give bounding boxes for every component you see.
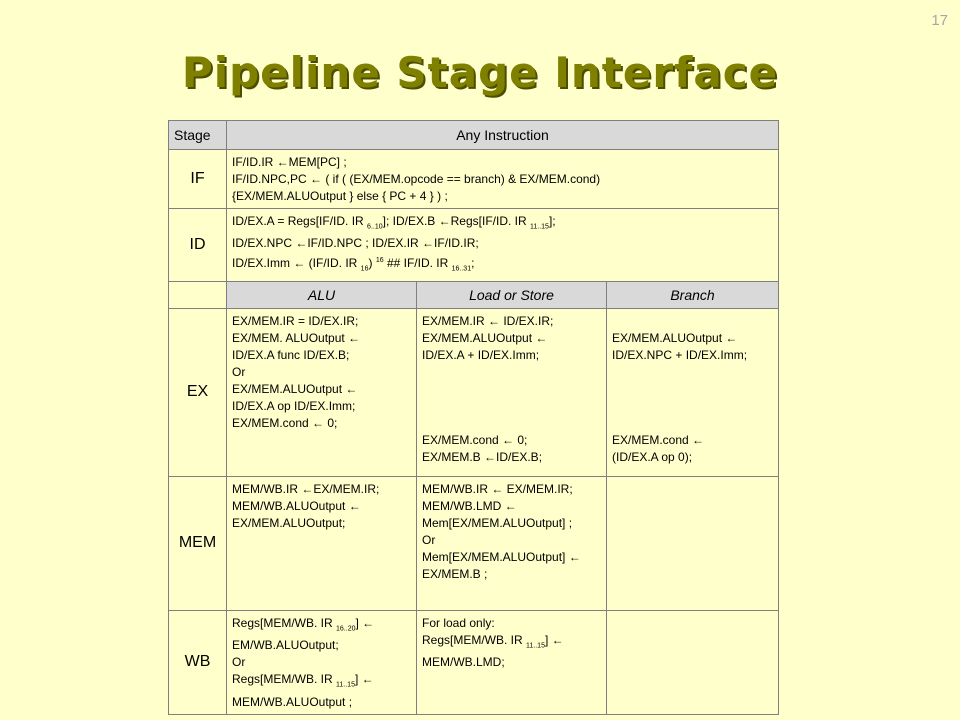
wb-row: WB Regs[MEM/WB. IR 16..20] ← EM/WB.ALUOu…	[168, 609, 780, 715]
ex-alu-cell: EX/MEM.IR = ID/EX.IR; EX/MEM. ALUOutput …	[226, 307, 417, 477]
slide-title: Pipeline Stage Interface	[181, 48, 779, 97]
if-line: {EX/MEM.ALUOutput } else { PC + 4 } ) ;	[232, 189, 448, 203]
id-line: ID/EX.NPC ←IF/ID.NPC ; ID/EX.IR ←IF/ID.I…	[232, 236, 479, 251]
wb-branch-cell	[605, 609, 780, 715]
wb-subscript: 16..20	[336, 625, 356, 633]
stage-id: ID	[168, 208, 227, 282]
mem-ls-line: Or	[422, 532, 436, 547]
header-any-instruction: Any Instruction	[225, 120, 780, 150]
ex-alu-line: EX/MEM.ALUOutput ←	[232, 381, 358, 396]
stage-mem: MEM	[168, 475, 227, 611]
mem-ls-line: MEM/WB.IR ← EX/MEM.IR;	[422, 481, 573, 496]
subheader-blank	[168, 280, 227, 309]
id-text: ]; ID/EX.B ←Regs[IF/ID. IR	[382, 214, 530, 228]
ex-ls-line: EX/MEM.IR ← ID/EX.IR;	[422, 313, 554, 328]
ex-alu-line: ID/EX.A op ID/EX.Imm;	[232, 398, 356, 413]
wb-alu-line: MEM/WB.ALUOutput ;	[232, 694, 353, 709]
ex-load-store-cell: EX/MEM.IR ← ID/EX.IR; EX/MEM.ALUOutput ←…	[416, 307, 607, 477]
pipeline-table: Stage Any Instruction IF IF/ID.IR ←MEM[P…	[168, 120, 780, 715]
id-text: ID/EX.A = Regs[IF/ID. IR	[232, 214, 368, 228]
stage-ex: EX	[168, 307, 227, 477]
wb-subscript: 11..15	[336, 681, 355, 689]
id-text: ## IF/ID. IR	[383, 256, 452, 271]
ex-ls-line: EX/MEM.ALUOutput ←	[422, 330, 548, 345]
wb-text: ] ←	[544, 632, 564, 647]
id-subscript: 11..15	[530, 223, 549, 231]
wb-text: ] ←	[355, 615, 375, 630]
id-superscript: 16	[375, 257, 384, 265]
ex-alu-line: EX/MEM. ALUOutput ←	[232, 330, 361, 345]
ex-branch-line: (ID/EX.A op 0);	[612, 449, 693, 464]
id-subscript: 6..10	[367, 223, 383, 231]
mem-ls-line: Mem[EX/MEM.ALUOutput] ←	[422, 549, 581, 564]
col-branch: Branch	[605, 280, 780, 309]
ex-branch-line: EX/MEM.cond ←	[612, 432, 705, 447]
wb-text: Regs[MEM/WB. IR	[232, 615, 337, 630]
wb-text: Regs[MEM/WB. IR	[232, 672, 337, 687]
wb-text: Regs[MEM/WB. IR	[422, 632, 527, 647]
ex-alu-line: EX/MEM.IR = ID/EX.IR;	[232, 313, 359, 328]
mem-alu-line: MEM/WB.IR ←EX/MEM.IR;	[232, 481, 380, 496]
ex-branch-line: ID/EX.NPC + ID/EX.Imm;	[612, 347, 748, 362]
header-stage: Stage	[168, 120, 227, 150]
mem-alu-line: MEM/WB.ALUOutput ←	[232, 498, 361, 513]
id-text: )	[368, 256, 376, 271]
ex-alu-line: ID/EX.A func ID/EX.B;	[232, 347, 350, 362]
wb-ls-line: MEM/WB.LMD;	[422, 655, 505, 670]
page-number: 17	[931, 12, 948, 29]
if-line: IF/ID.IR ←MEM[PC] ;	[232, 155, 347, 169]
wb-alu-line: EM/WB.ALUOutput;	[232, 638, 339, 653]
mem-load-store-cell: MEM/WB.IR ← EX/MEM.IR; MEM/WB.LMD ← Mem[…	[416, 475, 607, 611]
id-text: ];	[548, 214, 556, 228]
wb-ls-line: For load only:	[422, 615, 495, 630]
ex-branch-cell: EX/MEM.ALUOutput ← ID/EX.NPC + ID/EX.Imm…	[605, 307, 780, 477]
wb-ls-line: Regs[MEM/WB. IR 11..15] ←	[422, 632, 601, 654]
id-row: ID ID/EX.A = Regs[IF/ID. IR 6..10]; ID/E…	[168, 208, 780, 282]
wb-load-store-cell: For load only: Regs[MEM/WB. IR 11..15] ←…	[416, 609, 607, 715]
stage-wb: WB	[168, 609, 227, 715]
col-load-store: Load or Store	[416, 280, 607, 309]
wb-alu-cell: Regs[MEM/WB. IR 16..20] ← EM/WB.ALUOutpu…	[226, 609, 417, 715]
if-cell: IF/ID.IR ←MEM[PC] ; IF/ID.NPC,PC ← ( if …	[225, 149, 780, 209]
mem-ls-line: EX/MEM.B ;	[422, 566, 488, 581]
mem-alu-line: EX/MEM.ALUOutput;	[232, 515, 346, 530]
ex-ls-line: EX/MEM.B ←ID/EX.B;	[422, 449, 543, 464]
header-row: Stage Any Instruction	[168, 120, 780, 150]
if-line: IF/ID.NPC,PC ← ( if ( (EX/MEM.opcode == …	[232, 172, 601, 186]
wb-alu-line: Regs[MEM/WB. IR 11..15] ←	[232, 671, 411, 693]
id-line: ID/EX.Imm ← (IF/ID. IR 16) 16 ## IF/ID. …	[232, 252, 773, 277]
ex-alu-line: Or	[232, 364, 246, 379]
wb-alu-line: Regs[MEM/WB. IR 16..20] ←	[232, 615, 411, 637]
ex-ls-line: ID/EX.A + ID/EX.Imm;	[422, 347, 540, 362]
ex-branch-line: EX/MEM.ALUOutput ←	[612, 330, 738, 345]
mem-alu-cell: MEM/WB.IR ←EX/MEM.IR; MEM/WB.ALUOutput ←…	[226, 475, 417, 611]
wb-subscript: 11..15	[526, 642, 545, 650]
mem-ls-line: MEM/WB.LMD ←	[422, 498, 517, 513]
wb-alu-line: Or	[232, 655, 246, 670]
id-cell: ID/EX.A = Regs[IF/ID. IR 6..10]; ID/EX.B…	[225, 208, 780, 282]
col-alu: ALU	[226, 280, 417, 309]
mem-branch-cell	[605, 475, 780, 611]
wb-text: ] ←	[354, 672, 374, 687]
id-subscript: 16..31	[451, 265, 472, 273]
id-subscript: 16	[360, 265, 369, 273]
stage-if: IF	[168, 149, 227, 209]
subheader-row: ALU Load or Store Branch	[168, 280, 780, 309]
ex-ls-line: EX/MEM.cond ← 0;	[422, 432, 528, 447]
if-row: IF IF/ID.IR ←MEM[PC] ; IF/ID.NPC,PC ← ( …	[168, 149, 780, 209]
id-text: ;	[471, 256, 475, 271]
ex-alu-line: EX/MEM.cond ← 0;	[232, 415, 338, 430]
id-line: ID/EX.A = Regs[IF/ID. IR 6..10]; ID/EX.B…	[232, 213, 773, 235]
id-text: ID/EX.Imm ← (IF/ID. IR	[232, 256, 361, 271]
mem-ls-line: Mem[EX/MEM.ALUOutput] ;	[422, 515, 573, 530]
mem-row: MEM MEM/WB.IR ←EX/MEM.IR; MEM/WB.ALUOutp…	[168, 475, 780, 611]
ex-row: EX EX/MEM.IR = ID/EX.IR; EX/MEM. ALUOutp…	[168, 307, 780, 477]
